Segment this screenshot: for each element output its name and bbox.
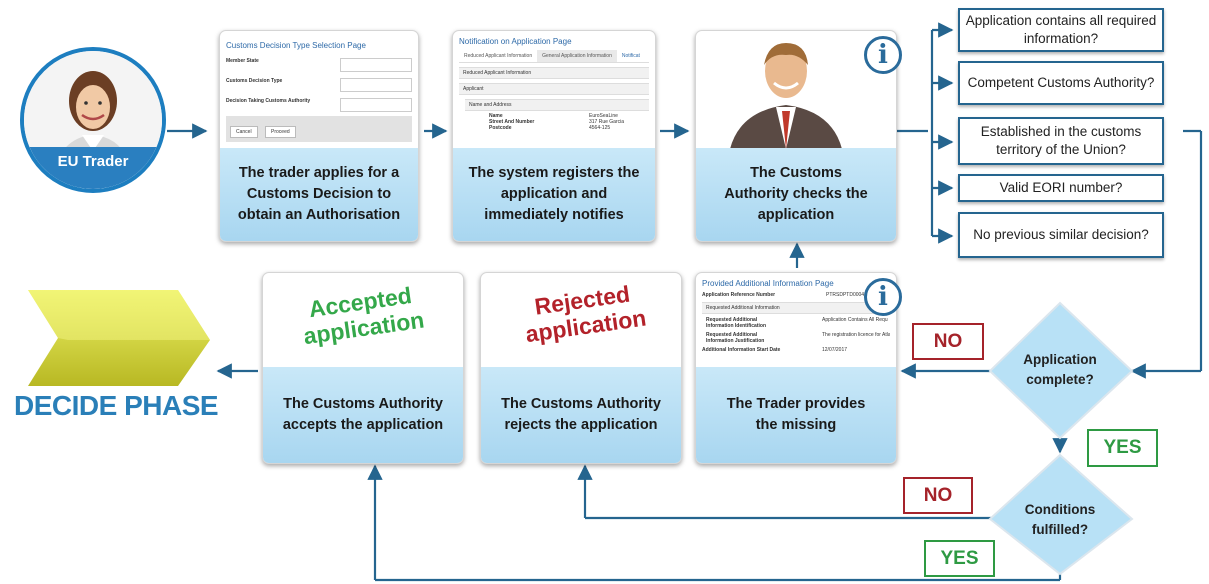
step-apply-card: Customs Decision Type Selection Page Mem… — [219, 30, 419, 242]
notification-row-label: Postcode — [489, 125, 512, 131]
step-register-card: Notification on Application Page Reduced… — [452, 30, 656, 242]
complete-no-tag: NO — [912, 323, 984, 360]
notification-section: Reduced Applicant Information — [459, 67, 649, 79]
step-accept-caption: The Customs Authority accepts the applic… — [263, 367, 463, 463]
notification-row-label: Name — [489, 113, 503, 119]
notification-row-label: Street And Number — [489, 119, 535, 125]
step-reject-caption: The Customs Authority rejects the applic… — [481, 367, 681, 463]
proceed-button: Proceed — [265, 126, 296, 138]
info-icon[interactable]: i — [864, 36, 902, 74]
additional-info-screen-thumbnail: Provided Additional Information Page App… — [702, 277, 890, 353]
notification-subsection: Applicant — [459, 83, 649, 95]
additional-row-label: Requested Additional Information Identif… — [706, 317, 766, 329]
notification-tab: Notificat — [621, 53, 640, 59]
decision-application-complete: Application complete? — [1023, 352, 1097, 387]
customs-officer-portrait-icon — [730, 43, 842, 149]
step-accept-card: Accepted application The Customs Authori… — [262, 272, 464, 464]
notification-screen-thumbnail: Notification on Application Page Reduced… — [459, 35, 649, 131]
info-icon[interactable]: i — [864, 278, 902, 316]
cancel-button: Cancel — [230, 126, 258, 138]
selection-field-label: Member State — [226, 58, 259, 64]
conditions-no-tag: NO — [903, 477, 973, 514]
criterion-no-previous-decision: No previous similar decision? — [958, 212, 1164, 258]
notification-row-value: 4564-125 — [589, 125, 611, 131]
step-provide-card: Provided Additional Information Page App… — [695, 272, 897, 464]
selection-screen-thumbnail: Customs Decision Type Selection Page Mem… — [226, 35, 412, 142]
additional-section: Requested Additional Information — [702, 302, 890, 314]
step-check-card: The Customs Authority checks the applica… — [695, 30, 897, 242]
additional-row-label: Additional Information Start Date — [702, 347, 781, 353]
notification-tab: Reduced Applicant Information — [464, 53, 533, 59]
additional-row-label: Requested Additional Information Justifi… — [706, 332, 765, 344]
decision-conditions-fulfilled: Conditions fulfilled? — [1024, 502, 1096, 537]
complete-yes-tag: YES — [1087, 429, 1158, 467]
decide-phase-chevron-icon — [28, 290, 210, 386]
criterion-required-information: Application contains all required inform… — [958, 8, 1164, 52]
decide-phase-label: DECIDE PHASE — [14, 390, 219, 421]
criterion-competent-authority: Competent Customs Authority? — [958, 61, 1164, 105]
step-check-caption: The Customs Authority checks the applica… — [696, 148, 896, 241]
rejected-stamp: Rejected application — [523, 280, 648, 348]
additional-ref-value: PTRSDPTD00043-2017-ZM — [826, 292, 889, 298]
notification-tab: General Application Information — [537, 50, 617, 62]
selection-field-label: Decision Taking Customs Authority — [226, 98, 311, 104]
notification-row-value: EuroSeaLine — [589, 113, 618, 119]
additional-row-value: 12/07/2017 — [822, 347, 848, 353]
notification-group: Name and Address — [465, 99, 649, 111]
notification-screen-title: Notification on Application Page — [459, 37, 572, 46]
accepted-stamp: Accepted application — [301, 282, 426, 350]
step-register-caption: The system registers the application and… — [453, 148, 655, 241]
step-apply-caption: The trader applies for a Customs Decisio… — [220, 148, 418, 241]
criterion-established-in-union: Established in the customs territory of … — [958, 117, 1164, 165]
criterion-valid-eori: Valid EORI number? — [958, 174, 1164, 202]
eu-trader-label: EU Trader — [24, 147, 162, 189]
additional-screen-title: Provided Additional Information Page — [702, 279, 834, 288]
step-reject-card: Rejected application The Customs Authori… — [480, 272, 682, 464]
conditions-yes-tag: YES — [924, 540, 995, 577]
eu-trader-avatar: EU Trader — [20, 47, 166, 193]
notification-row-value: 317 Rue Garcia — [589, 119, 625, 125]
additional-row-value: Application Contains All Requ — [822, 317, 888, 323]
selection-screen-title: Customs Decision Type Selection Page — [226, 41, 366, 50]
additional-row-value: The registration licence for Atlantic se… — [822, 332, 890, 338]
step-provide-caption: The Trader provides the missing — [696, 367, 896, 463]
selection-field-label: Customs Decision Type — [226, 78, 283, 84]
additional-ref-label: Application Reference Number — [702, 292, 776, 298]
